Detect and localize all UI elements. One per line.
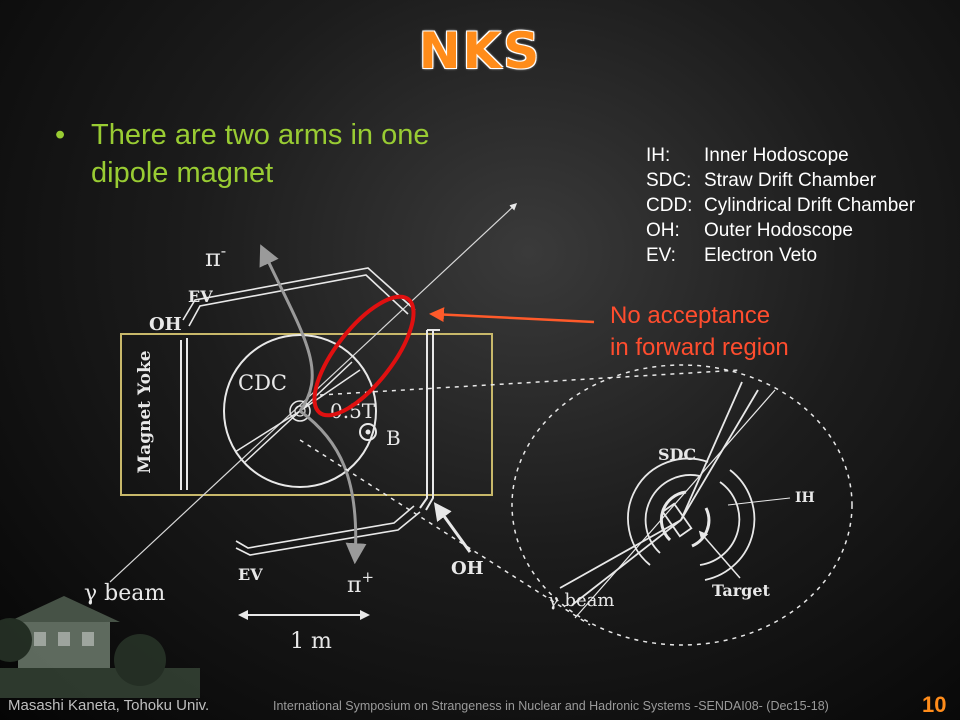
legend-abbr: IH: <box>646 145 671 166</box>
b-field-label: B <box>386 426 401 450</box>
legend-desc: Electron Veto <box>704 245 818 266</box>
target-label: Target <box>712 581 771 600</box>
magnet-yoke-label: Magnet Yoke <box>135 350 155 473</box>
pi-minus-label: π- <box>205 241 226 272</box>
zoom-line-bottom <box>299 439 591 626</box>
callout-arrow <box>429 307 595 324</box>
tree-foliage <box>114 634 166 686</box>
slide-title: NKS <box>418 22 542 80</box>
page-number: 10 <box>922 692 947 717</box>
sdc-arc-left-inner <box>644 474 701 554</box>
legend-abbr: SDC: <box>646 170 692 191</box>
cdc-chamber <box>223 334 377 488</box>
footer-author: Masashi Kaneta, Tohoku Univ. <box>8 697 210 714</box>
zoom-gap-line <box>680 381 743 521</box>
oh-right-bar-2 <box>425 330 434 511</box>
legend-abbr: CDD: <box>646 195 693 216</box>
target-arrow <box>698 530 741 579</box>
pi-plus-label: π+ <box>347 568 374 598</box>
ih-pointer <box>727 497 791 506</box>
zoom-gap-line <box>571 519 682 606</box>
castle-roof <box>8 596 120 622</box>
oh-right-bar <box>419 330 428 509</box>
legend-desc: Outer Hodoscope <box>704 220 853 241</box>
ih-label: IH <box>795 490 815 506</box>
legend-abbr: EV: <box>646 245 676 266</box>
legend-row-cdd: CDD: Cylindrical Drift Chamber <box>646 193 915 218</box>
b-field-dot <box>365 429 371 435</box>
pi-minus-track <box>259 244 314 412</box>
castle-wall <box>0 668 200 698</box>
ev-bottom-frame-inner <box>235 505 415 549</box>
gamma-beam-label: γ beam <box>84 581 165 606</box>
forward-region-highlight <box>312 294 416 418</box>
zoom-detail <box>559 381 776 619</box>
cdc-inner-ring <box>289 400 311 422</box>
pi-plus-track <box>299 409 367 565</box>
ev-top-frame <box>182 267 416 321</box>
sdc-arc-left <box>627 457 709 566</box>
acceptance-callout: No acceptance in forward region <box>610 300 789 364</box>
footer-event: International Symposium on Strangeness i… <box>273 699 829 713</box>
sdc-arc-right <box>704 469 756 581</box>
ev-top-label: EV <box>188 287 213 306</box>
b-field-symbol <box>359 423 377 441</box>
bullet-marker: • <box>55 119 66 151</box>
oh-top-label: OH <box>149 314 182 335</box>
sdc-arc-right-inner <box>699 481 741 566</box>
callout-line-1: No acceptance <box>610 302 771 329</box>
legend-row-sdc: SDC: Straw Drift Chamber <box>646 168 915 193</box>
ev-bottom-label: EV <box>238 565 263 584</box>
oh-bottom-label: OH <box>451 558 484 579</box>
cdc-gap-line <box>299 369 361 412</box>
zoom-gap-line <box>680 389 759 521</box>
legend-row-ih: IH: Inner Hodoscope <box>646 143 915 168</box>
cdc-gap-line <box>234 410 301 453</box>
legend-abbr: OH: <box>646 220 680 241</box>
zoom-line-top <box>319 369 741 396</box>
gamma-beam-zoom-label: γ beam <box>548 590 614 611</box>
tree-foliage <box>0 618 32 662</box>
legend-desc: Inner Hodoscope <box>704 145 849 166</box>
bullet-text: There are two arms in one dipole magnet <box>91 119 430 189</box>
cdc-inner-ring-2 <box>294 405 306 417</box>
target-box <box>661 502 693 538</box>
legend-row-ev: EV: Electron Veto <box>646 243 915 268</box>
legend-row-oh: OH: Outer Hodoscope <box>646 218 915 243</box>
sdc-label: SDC <box>658 445 696 464</box>
detector-legend: IH: Inner Hodoscope SDC: Straw Drift Cha… <box>646 143 915 268</box>
field-label: 0.5T <box>330 399 376 423</box>
castle-decoration <box>0 596 200 698</box>
bullet-point: • There are two arms in one dipole magne… <box>55 116 435 192</box>
castle-window <box>34 632 46 646</box>
zoom-gap-line <box>559 519 682 589</box>
scale-label: 1 m <box>290 629 332 654</box>
cdc-label: CDC <box>238 371 287 395</box>
zoom-ellipse <box>511 364 853 646</box>
ev-top-frame-inner <box>188 274 409 327</box>
magnet-yoke-box <box>120 333 493 496</box>
callout-line-2: in forward region <box>610 334 789 361</box>
cdc-gap-line <box>299 361 353 412</box>
legend-desc: Cylindrical Drift Chamber <box>704 195 916 216</box>
ih-segment <box>691 507 711 548</box>
cdc-gap-line <box>244 410 301 463</box>
ev-bottom-frame <box>235 511 421 556</box>
castle-window <box>82 632 94 646</box>
castle-window <box>58 632 70 646</box>
legend-desc: Straw Drift Chamber <box>704 170 877 191</box>
oh-bottom-arrow <box>433 502 472 553</box>
